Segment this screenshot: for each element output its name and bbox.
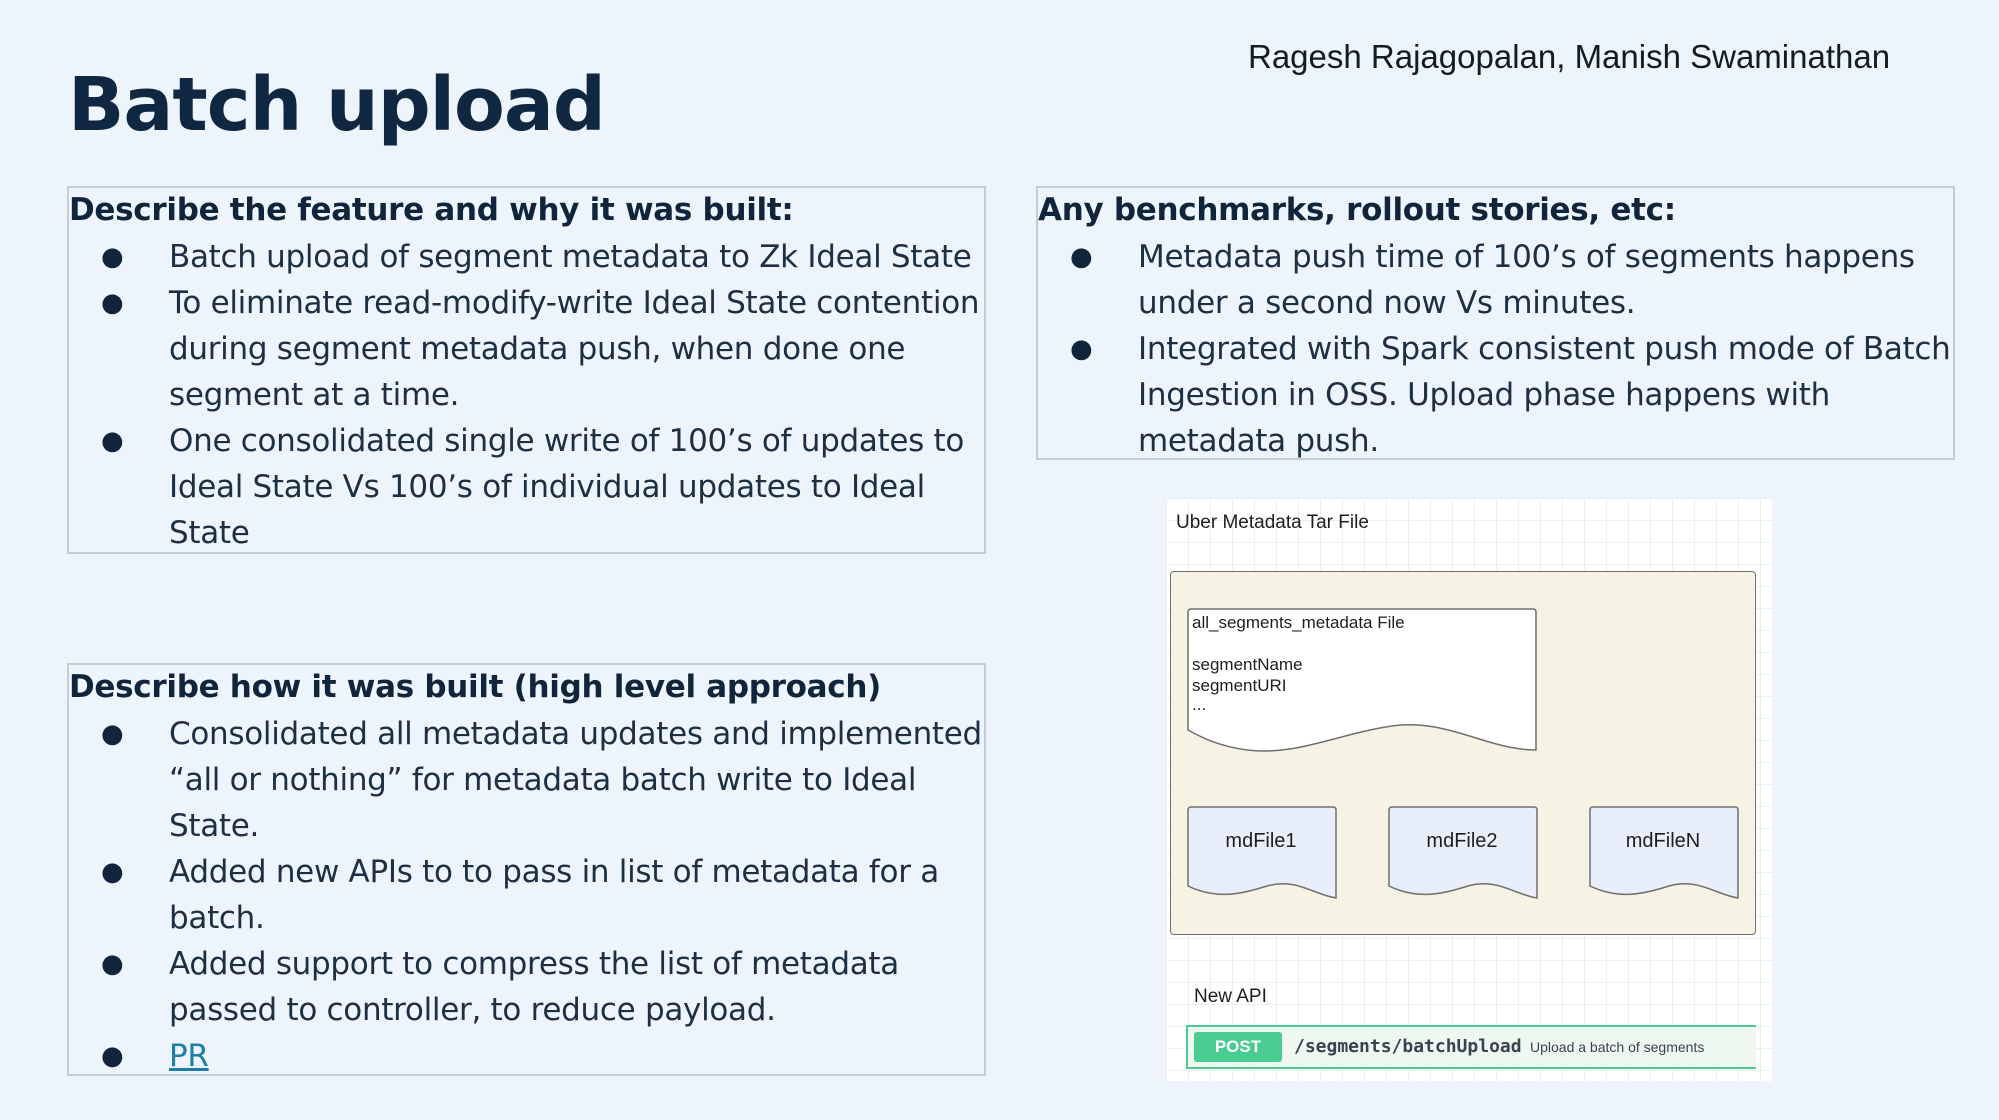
feature-heading: Describe the feature and why it was buil…	[69, 192, 794, 228]
md-file-1-label: mdFile1	[1225, 830, 1297, 852]
batch-upload-endpoint[interactable]: POST /segments/batchUpload Upload a batc…	[1186, 1025, 1756, 1069]
list-item: ●Batch upload of segment metadata to Zk …	[69, 234, 984, 280]
bullet-icon: ●	[1070, 242, 1093, 272]
list-item: ●One consolidated single write of 100’s …	[69, 418, 984, 556]
ellipsis-line: ...	[1192, 695, 1207, 714]
bullet-icon: ●	[101, 426, 124, 456]
bullet-icon: ●	[101, 1041, 124, 1071]
md-file-2-label: mdFile2	[1426, 830, 1498, 852]
bullet-icon: ●	[101, 719, 124, 749]
list-item: ●Integrated with Spark consistent push m…	[1038, 326, 1953, 464]
page-title: Batch upload	[68, 62, 606, 148]
list-item: ●Consolidated all metadata updates and i…	[69, 711, 984, 849]
bullet-icon: ●	[1070, 334, 1093, 364]
tar-file-label: Uber Metadata Tar File	[1176, 512, 1369, 533]
benchmarks-box: Any benchmarks, rollout stories, etc: ●M…	[1036, 186, 1955, 460]
tar-file-container: all_segments_metadata File segmentName s…	[1170, 571, 1756, 935]
approach-box: Describe how it was built (high level ap…	[67, 663, 986, 1076]
segment-name-line: segmentName	[1192, 655, 1303, 674]
feature-list: ●Batch upload of segment metadata to Zk …	[69, 234, 984, 556]
approach-heading: Describe how it was built (high level ap…	[69, 669, 882, 705]
benchmarks-list: ●Metadata push time of 100’s of segments…	[1038, 234, 1953, 464]
post-method-badge: POST	[1194, 1032, 1282, 1062]
bullet-icon: ●	[101, 949, 124, 979]
document-shape-icon	[1589, 806, 1739, 899]
md-file-1: mdFile1	[1187, 806, 1337, 902]
endpoint-description: Upload a batch of segments	[1530, 1039, 1705, 1055]
md-file-n-label: mdFileN	[1625, 830, 1701, 852]
all-segments-file-title: all_segments_metadata File	[1192, 613, 1405, 632]
authors: Ragesh Rajagopalan, Manish Swaminathan	[1248, 38, 1891, 75]
approach-list: ●Consolidated all metadata updates and i…	[69, 711, 984, 1079]
benchmarks-heading: Any benchmarks, rollout stories, etc:	[1038, 192, 1676, 228]
document-shape-icon	[1187, 608, 1537, 752]
bullet-icon: ●	[101, 242, 124, 272]
segment-uri-line: segmentURI	[1192, 676, 1287, 695]
feature-box: Describe the feature and why it was buil…	[67, 186, 986, 554]
list-item: ●Added support to compress the list of m…	[69, 941, 984, 1033]
document-shape-icon	[1187, 806, 1337, 899]
endpoint-path: /segments/batchUpload	[1294, 1036, 1522, 1057]
document-shape-icon	[1388, 806, 1538, 899]
metadata-diagram: Uber Metadata Tar File all_segments_meta…	[1166, 498, 1772, 1081]
list-item: ●Added new APIs to to pass in list of me…	[69, 849, 984, 941]
list-item: ● PR	[69, 1033, 984, 1079]
bullet-icon: ●	[101, 288, 124, 318]
new-api-label: New API	[1194, 986, 1267, 1007]
list-item: ●Metadata push time of 100’s of segments…	[1038, 234, 1953, 326]
pr-link[interactable]: PR	[169, 1038, 209, 1074]
md-file-n: mdFileN	[1589, 806, 1739, 902]
bullet-icon: ●	[101, 857, 124, 887]
md-file-2: mdFile2	[1388, 806, 1538, 902]
list-item: ●To eliminate read-modify-write Ideal St…	[69, 280, 984, 418]
all-segments-file: all_segments_metadata File segmentName s…	[1187, 608, 1537, 758]
